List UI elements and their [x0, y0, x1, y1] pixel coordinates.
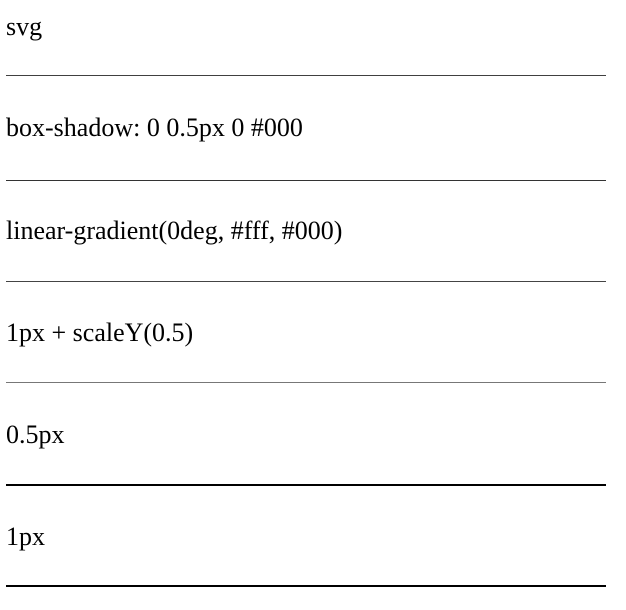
divider-line-one-px [6, 585, 606, 587]
divider-line-svg [6, 75, 606, 76]
row-label-box-shadow: box-shadow: 0 0.5px 0 #000 [6, 113, 303, 142]
row-label-scale: 1px + scaleY(0.5) [6, 318, 194, 347]
row-label-one-px: 1px [6, 522, 45, 551]
row-label-svg: svg [6, 12, 43, 41]
divider-line-box-shadow [6, 180, 606, 181]
row-label-linear-gradient: linear-gradient(0deg, #fff, #000) [6, 216, 343, 245]
divider-line-half-px [6, 484, 606, 486]
row-label-half-px: 0.5px [6, 420, 65, 449]
divider-line-scale [6, 382, 606, 383]
divider-line-linear-gradient [6, 281, 606, 282]
